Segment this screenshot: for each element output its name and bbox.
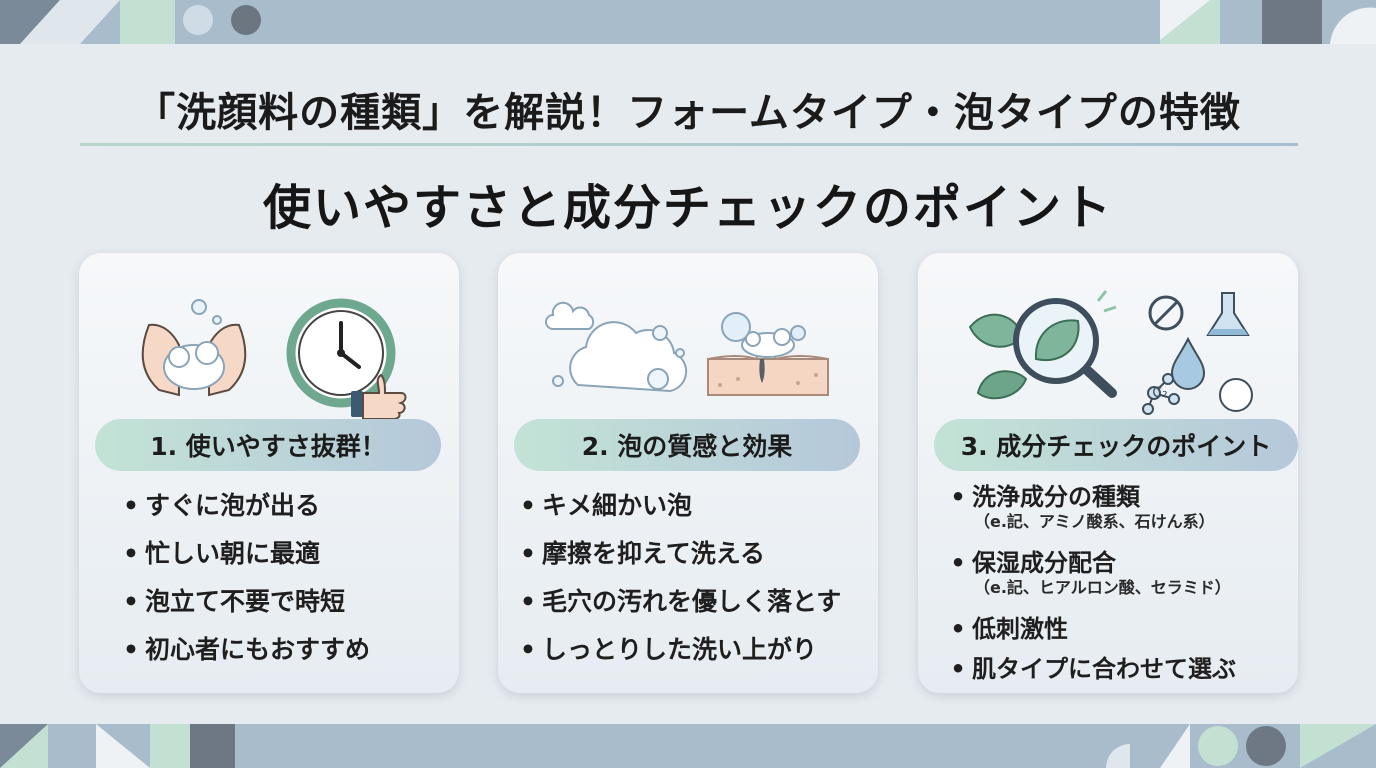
list-item: •肌タイプに合わせて選ぶ	[950, 655, 1236, 683]
list-item: •低刺激性	[950, 615, 1068, 643]
no-symbol-icon	[1148, 295, 1184, 331]
list-item: •初心者にもおすすめ	[123, 635, 371, 664]
foam-cloud-icon	[545, 301, 688, 393]
card-illustration	[141, 298, 407, 420]
page-title: 「洗顔料の種類」を解説！フォームタイプ・泡タイプの特徴	[135, 90, 1241, 136]
card-ease-of-use: 1. 使いやすさ抜群！ •すぐに泡が出る •忙しい朝に最適 •泡立て不要で時短 …	[79, 253, 459, 693]
droplet-icon	[1170, 336, 1206, 390]
magnifier-icon	[1013, 290, 1117, 398]
list-item: •キメ細かい泡	[520, 491, 693, 520]
leaf-icon	[968, 313, 1028, 400]
list-item: • 洗浄成分の種類 （e.記、アミノ酸系、石けん系）	[950, 483, 1215, 531]
list-item: •すぐに泡が出る	[123, 491, 321, 520]
page-subtitle: 使いやすさと成分チェックのポイント	[262, 180, 1113, 236]
list-item: •毛穴の汚れを優しく落とす	[520, 587, 842, 616]
clock-icon	[286, 298, 396, 408]
list-item: •摩擦を抑えて洗える	[520, 539, 766, 568]
molecule-icon	[1142, 373, 1253, 415]
list-item: • 保湿成分配合 （e.記、ヒアルロン酸、セラミド）	[950, 549, 1231, 597]
feature-list: •すぐに泡が出る •忙しい朝に最適 •泡立て不要で時短 •初心者にもおすすめ	[117, 489, 370, 681]
top-decorative-band	[0, 0, 1376, 44]
molecule-label: C₂	[1152, 385, 1168, 401]
flask-icon	[1206, 292, 1250, 336]
card-illustration	[545, 301, 829, 396]
list-item: •泡立て不要で時短	[123, 587, 346, 616]
card-heading: 1. 使いやすさ抜群！	[95, 419, 441, 471]
card-foam-texture: 2. 泡の質感と効果 •キメ細かい泡 •摩擦を抑えて洗える •毛穴の汚れを優しく…	[498, 253, 878, 693]
feature-list: • 洗浄成分の種類 （e.記、アミノ酸系、石けん系） • 保湿成分配合 （e.記…	[944, 481, 1236, 693]
feature-list: •キメ細かい泡 •摩擦を抑えて洗える •毛穴の汚れを優しく落とす •しっとりした…	[514, 489, 841, 681]
title-divider	[80, 143, 1298, 146]
list-item: •しっとりした洗い上がり	[520, 635, 818, 664]
skin-pore-icon	[707, 328, 829, 396]
foam-hands-icon	[141, 299, 247, 397]
card-illustration	[968, 290, 1253, 415]
card-heading: 2. 泡の質感と効果	[514, 419, 860, 471]
list-item: •忙しい朝に最適	[123, 539, 321, 568]
card-ingredient-check: C₂ 3. 成分チェックのポイント • 洗浄成分の種類 （e.記、アミノ酸系、石…	[918, 253, 1298, 693]
bottom-decorative-band	[0, 724, 1376, 768]
bubbles-icon	[721, 312, 806, 342]
card-heading: 3. 成分チェックのポイント	[934, 419, 1298, 471]
thumbs-up-icon	[351, 373, 407, 420]
